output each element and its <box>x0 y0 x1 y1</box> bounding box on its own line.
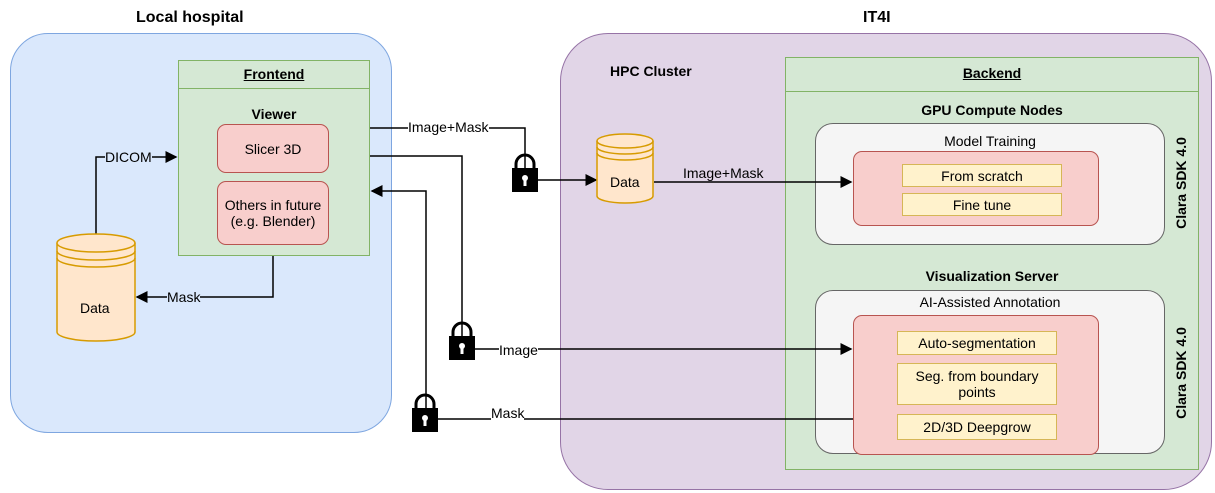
mask-local-edge <box>135 256 274 303</box>
it4i-title: IT4I <box>863 9 891 26</box>
dicom-label: DICOM <box>105 149 152 165</box>
frontend-divider <box>179 88 369 89</box>
local-data-label: Data <box>80 300 110 316</box>
mask-edge <box>370 185 853 420</box>
hpc-data-cylinder <box>596 133 654 204</box>
backend-title: Backend <box>962 65 1022 81</box>
image-mask-edge <box>370 127 598 186</box>
mask-label: Mask <box>491 405 525 421</box>
hpc-cluster-title: HPC Cluster <box>610 63 692 79</box>
from-scratch-box: From scratch <box>902 164 1062 187</box>
model-training-title: Model Training <box>944 133 1036 149</box>
auto-segmentation-box: Auto-segmentation <box>897 331 1057 355</box>
gpu-title: GPU Compute Nodes <box>921 102 1063 118</box>
image-edge <box>370 155 853 355</box>
image-mask-top-label: Image+Mask <box>408 119 489 135</box>
annotation-title: AI-Assisted Annotation <box>919 294 1061 310</box>
slicer-3d-box: Slicer 3D <box>217 124 329 173</box>
deepgrow-box: 2D/3D Deepgrow <box>897 414 1057 440</box>
others-box: Others in future (e.g. Blender) <box>217 181 329 245</box>
image-label: Image <box>499 342 538 358</box>
local-hospital-title: Local hospital <box>136 9 244 26</box>
dicom-edge <box>95 151 178 236</box>
mask-local-label: Mask <box>167 289 201 305</box>
visualization-title: Visualization Server <box>925 268 1059 284</box>
seg-boundary-box: Seg. from boundary points <box>897 363 1057 405</box>
lock-icon-3 <box>412 393 438 432</box>
local-data-cylinder <box>56 233 136 342</box>
fine-tune-box: Fine tune <box>902 193 1062 216</box>
backend-divider <box>786 91 1198 92</box>
lock-icon-1 <box>512 153 538 192</box>
lock-icon-2 <box>449 321 475 360</box>
hpc-data-label: Data <box>610 174 640 190</box>
frontend-title: Frontend <box>243 66 305 82</box>
image-mask-hpc-label: Image+Mask <box>683 165 764 181</box>
viewer-title: Viewer <box>251 106 297 122</box>
